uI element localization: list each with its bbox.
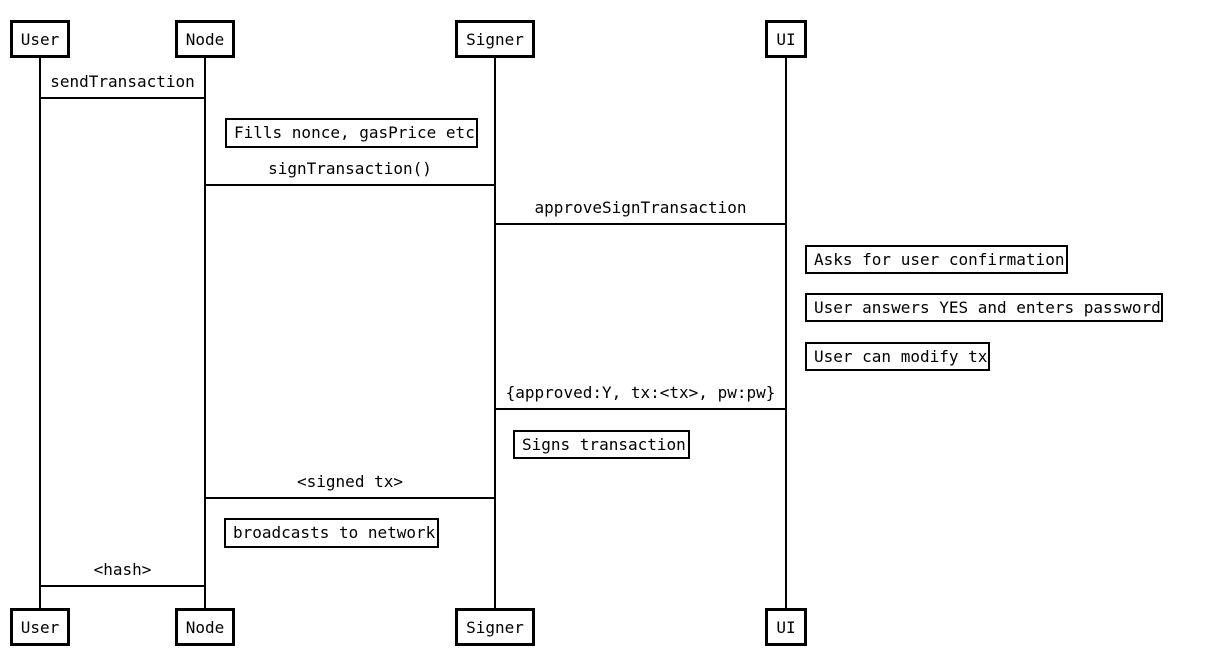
actor-node-bottom-label: Node	[185, 617, 225, 637]
actor-user-bottom-label: User	[20, 617, 60, 637]
note-fills-nonce-gasprice: Fills nonce, gasPrice etc	[225, 118, 478, 148]
actor-signer-top: Signer	[455, 20, 535, 58]
actor-node-top: Node	[175, 20, 235, 58]
message-line-signed-tx	[205, 497, 495, 499]
actor-signer-bottom-label: Signer	[466, 617, 524, 637]
actor-signer-top-label: Signer	[466, 29, 524, 49]
actor-ui-bottom-label: UI	[776, 617, 796, 637]
message-line-approve-sign-transaction	[495, 223, 786, 225]
message-line-hash	[40, 585, 205, 587]
actor-user-bottom: User	[10, 608, 70, 646]
note-broadcasts-to-network: broadcasts to network	[224, 518, 439, 548]
message-line-sign-transaction	[205, 184, 495, 186]
actor-node-bottom: Node	[175, 608, 235, 646]
message-label-hash: <hash>	[93, 560, 152, 579]
note-user-answers-yes-password: User answers YES and enters password	[805, 293, 1163, 322]
lifeline-signer	[494, 58, 496, 608]
note-signs-transaction: Signs transaction	[513, 430, 690, 459]
lifeline-node	[204, 58, 206, 608]
note-asks-user-confirmation: Asks for user confirmation	[805, 245, 1068, 274]
actor-ui-bottom: UI	[765, 608, 807, 646]
actor-signer-bottom: Signer	[455, 608, 535, 646]
actor-user-top-label: User	[20, 29, 60, 49]
message-line-approved-payload	[495, 408, 786, 410]
lifeline-user	[39, 58, 41, 608]
lifeline-ui	[785, 58, 787, 608]
message-label-sign-transaction: signTransaction()	[268, 159, 432, 178]
actor-user-top: User	[10, 20, 70, 58]
message-label-approve-sign-transaction: approveSignTransaction	[534, 198, 747, 217]
actor-node-top-label: Node	[185, 29, 225, 49]
note-user-can-modify-tx: User can modify tx	[805, 342, 990, 371]
actor-ui-top: UI	[765, 20, 807, 58]
message-label-signed-tx: <signed tx>	[297, 472, 403, 491]
message-line-send-transaction	[40, 97, 205, 99]
message-label-approved-payload: {approved:Y, tx:<tx>, pw:pw}	[505, 383, 776, 402]
actor-ui-top-label: UI	[776, 29, 796, 49]
message-label-send-transaction: sendTransaction	[50, 72, 195, 91]
